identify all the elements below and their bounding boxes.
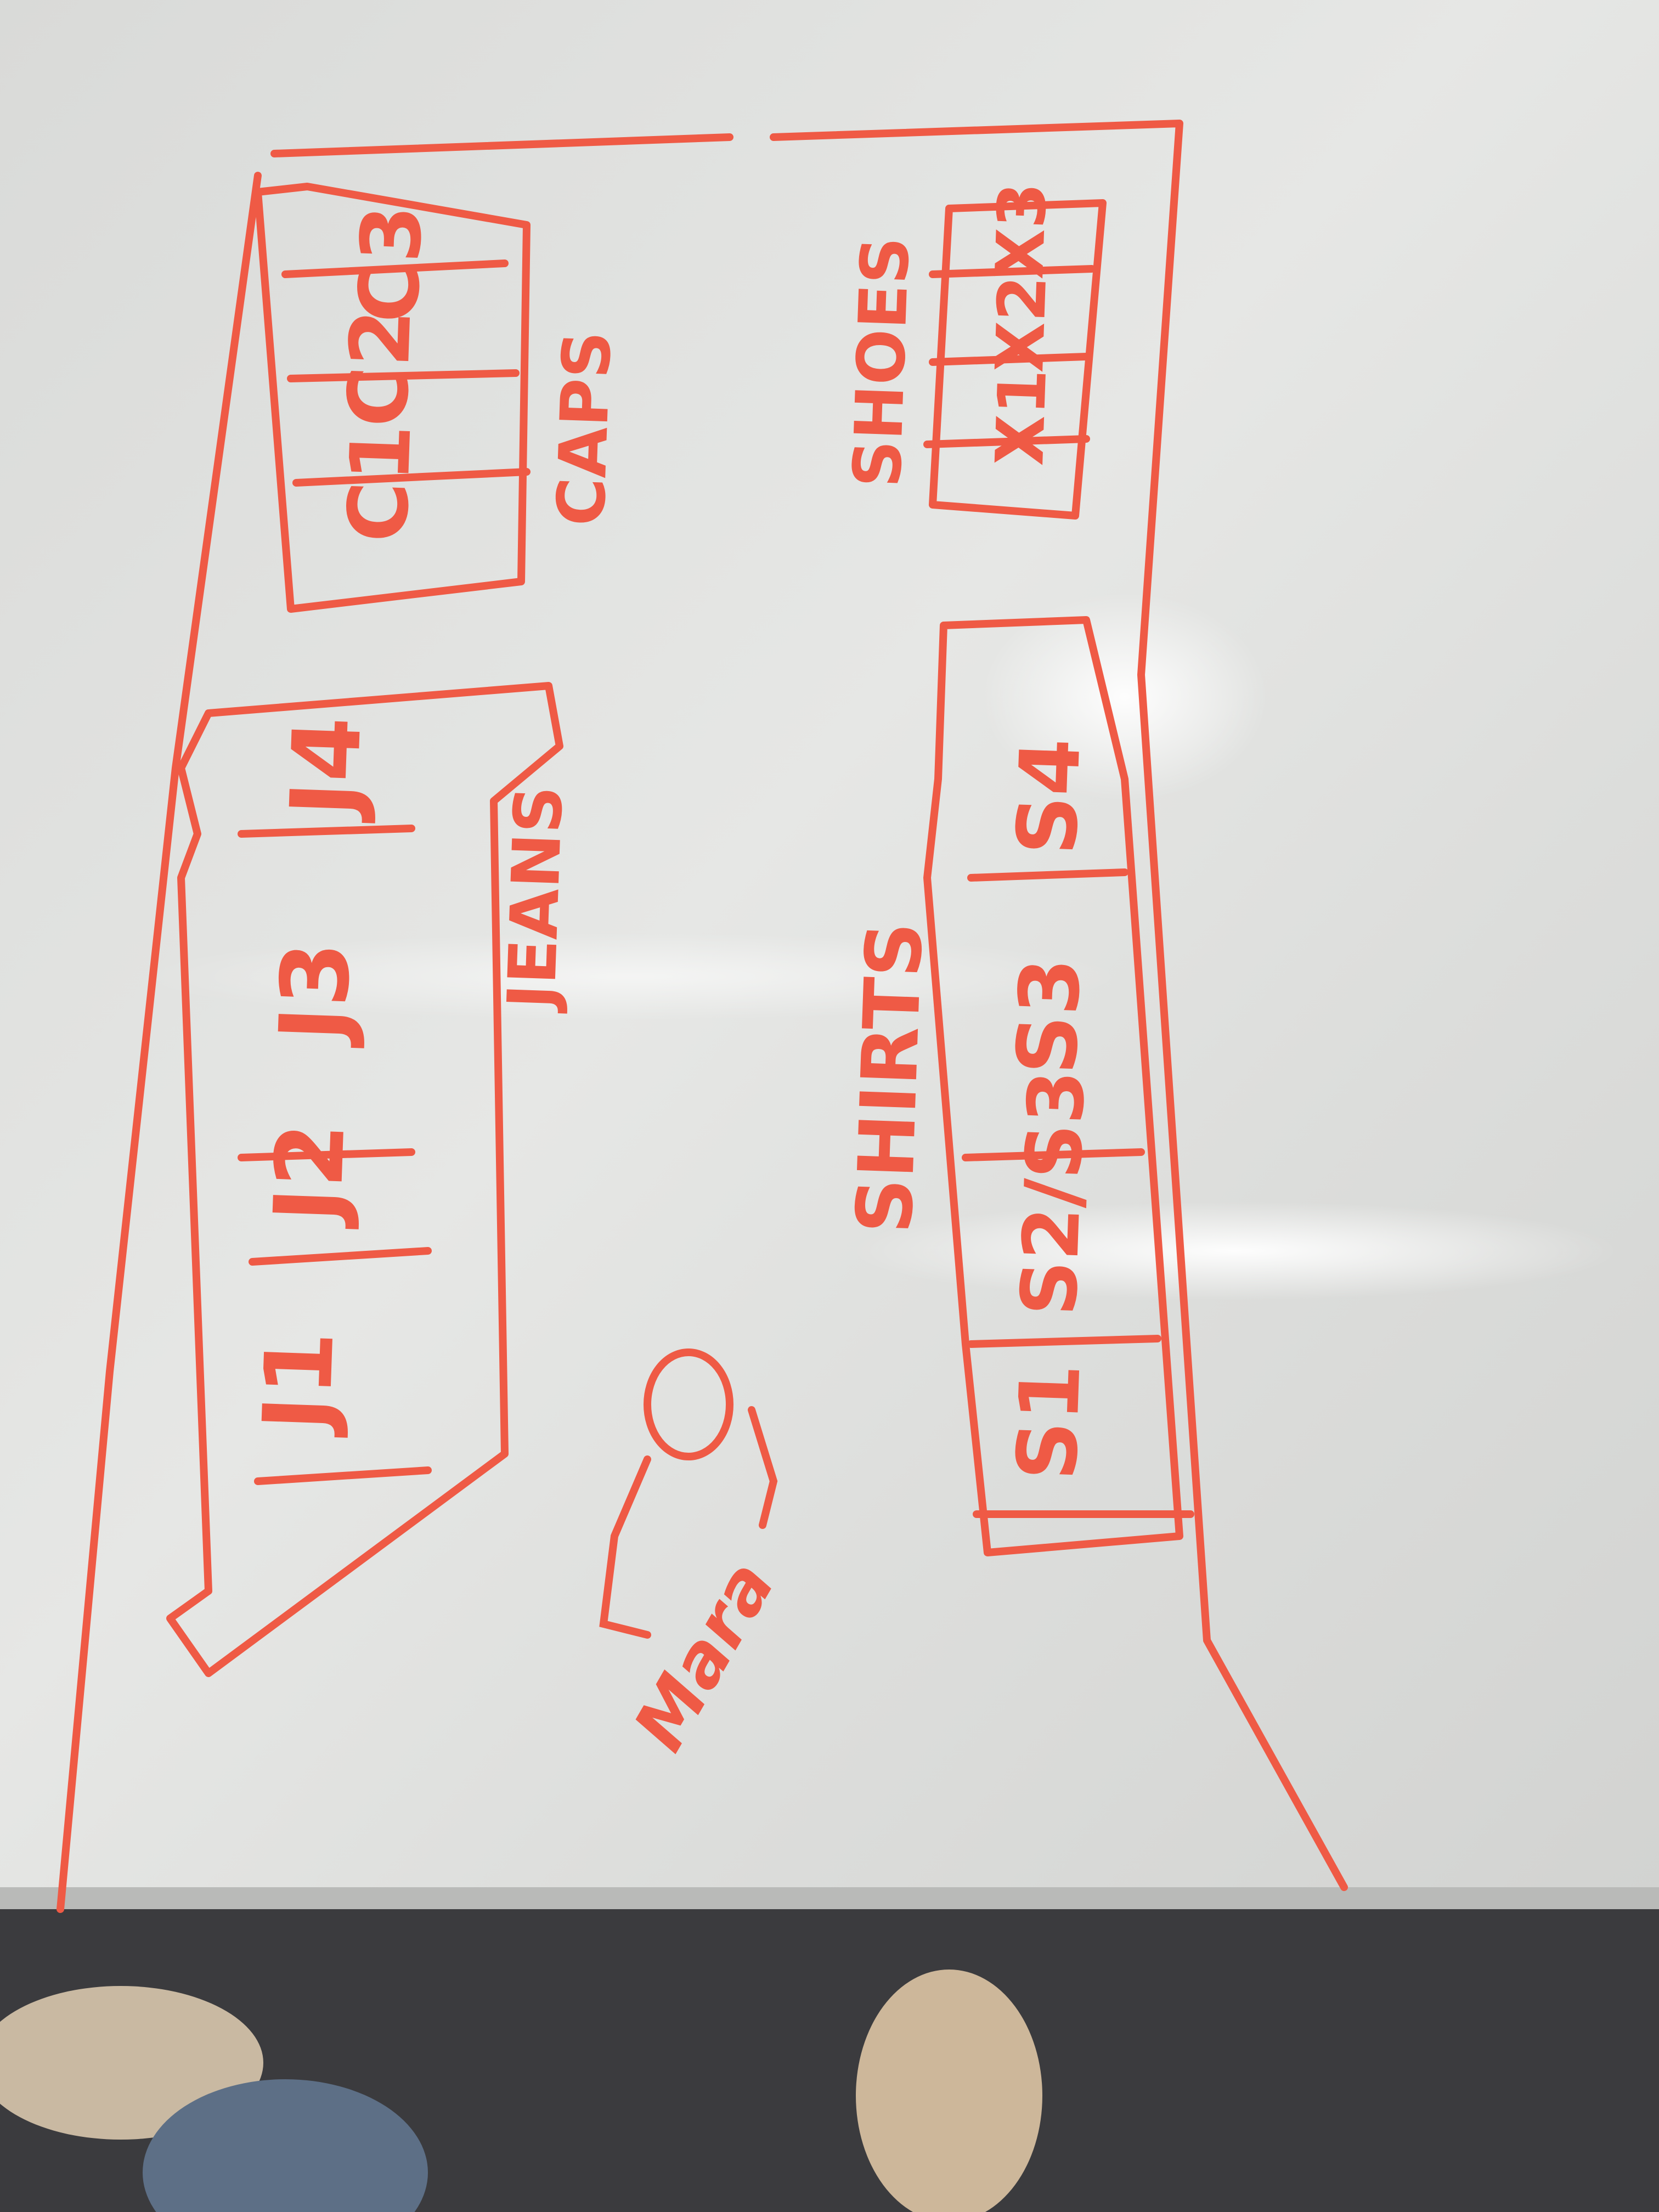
shirts-cell-1: S1	[1000, 1362, 1099, 1482]
shirts-rack	[923, 616, 1183, 1556]
shirts-cells: S1 S2/S3 S3 S4	[1000, 737, 1103, 1482]
shoes-cell-1: X1	[982, 368, 1062, 467]
glare	[137, 933, 1125, 1020]
glare	[850, 1201, 1618, 1300]
stick-figure-icon	[599, 1348, 778, 1639]
shirts-cell-2: S2/S3	[1005, 1069, 1103, 1317]
caps-cells: C1 C2 C3	[330, 204, 441, 544]
jeans-cell-1: J1	[243, 1329, 356, 1438]
jeans-leg	[143, 2079, 428, 2212]
shoes-cell-3: X3	[982, 181, 1062, 280]
glare	[982, 592, 1267, 801]
caps-label: CAPS	[543, 330, 626, 527]
board-edge	[0, 1887, 1659, 1909]
shirts-dividers	[962, 868, 1194, 1518]
jeans-cell-4: J4	[270, 715, 383, 823]
marker-drawing	[57, 120, 1348, 1913]
caps-rack	[254, 183, 531, 613]
caps-dividers	[281, 259, 531, 487]
shoes-cells: X1 X2 X3	[982, 181, 1062, 467]
jeans-rack	[166, 682, 563, 1677]
shirts-cell-4: S4	[1000, 737, 1099, 856]
jeans-cell-3: J3	[259, 940, 372, 1048]
store-outline	[57, 120, 1348, 1913]
sandal-right	[856, 1970, 1042, 2212]
shoes-dividers	[923, 265, 1096, 448]
shoes-cell-2: X2	[982, 274, 1062, 374]
jeans-cell-2: J2	[254, 1121, 366, 1229]
caps-cell-1: C1	[330, 423, 430, 544]
jeans-dividers	[238, 825, 432, 1485]
shirts-label: SHIRTS	[840, 921, 940, 1235]
shoes-label: SHOES	[839, 235, 924, 489]
jeans-cells: J1 J2 J3 J4	[243, 715, 383, 1438]
jeans-label: JEANS	[494, 785, 578, 1014]
shirts-cell-3: S3	[1000, 956, 1099, 1076]
caps-cell-2: C2	[330, 308, 430, 428]
caps-cell-3: C3	[341, 204, 441, 324]
shoes-rack	[929, 199, 1107, 520]
